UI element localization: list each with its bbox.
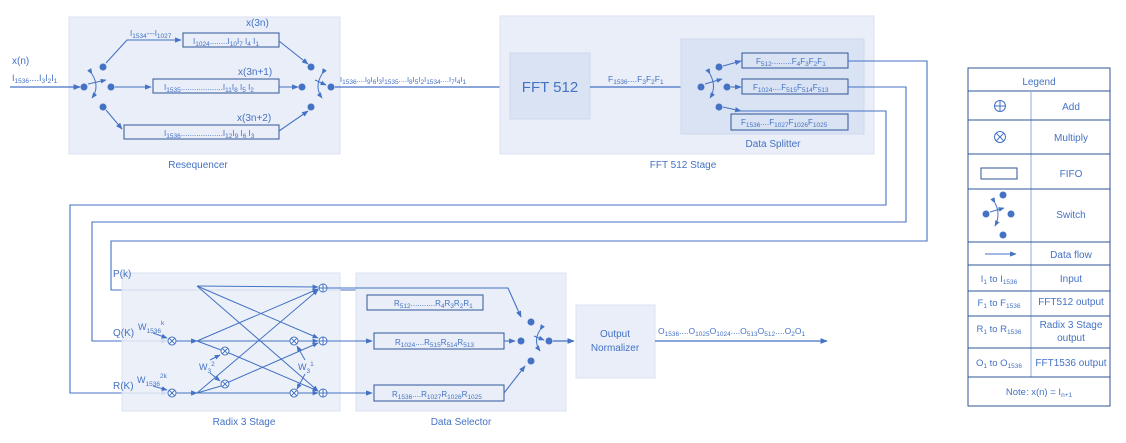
data-selector-title: Data Selector	[431, 417, 492, 428]
twiddle-w31-label: W31	[298, 361, 314, 375]
selector-fifo-3-content: R1536....R1027R1026R1025	[392, 390, 482, 401]
splitter-fifo-2-content: F1024....F515F514F513	[753, 83, 829, 94]
add-icon	[318, 336, 328, 346]
normalizer-title-line1: Output	[600, 329, 630, 340]
fifo-x3n	[182, 32, 280, 48]
legend-fifo-label: FIFO	[1060, 169, 1083, 180]
fifo-x3n2-label: x(3n+2)	[237, 113, 271, 124]
w32-arrow-up	[209, 354, 221, 361]
legend-fft512-label: FFT512 output	[1038, 297, 1104, 308]
splitter-bot-arrow	[722, 106, 742, 113]
fifo-x3n1-label: x(3n+1)	[238, 67, 272, 78]
resequencer-output-switch	[298, 63, 335, 111]
data-splitter-title: Data Splitter	[745, 139, 801, 150]
input-p-label: P(k)	[113, 269, 131, 280]
switch-icon	[982, 191, 1015, 239]
resequencer-output-stream: I1536....I9I6I3I1535....I8I5I2I1534....I…	[340, 75, 467, 86]
multiply-icon	[289, 336, 299, 346]
normalizer-title-line2: Normalizer	[591, 343, 640, 354]
fft512-label: FFT 512	[522, 79, 578, 96]
legend-note: Note: x(n) = In+1	[1006, 387, 1073, 399]
legend-dataflow-label: Data flow	[1050, 250, 1092, 261]
splitter-top-arrow	[722, 60, 742, 67]
legend-input-label: Input	[1060, 274, 1082, 285]
multiply-icon	[289, 388, 299, 398]
selector-fifo-3-out	[503, 365, 526, 394]
add-icon	[318, 283, 328, 293]
fft-stage-title: FFT 512 Stage	[650, 160, 717, 171]
add-icon	[318, 388, 328, 398]
selector-fifo-2-content: R1024....R515R514R513	[395, 338, 474, 349]
branch-top-arrow	[105, 37, 182, 64]
legend-switch-label: Switch	[1056, 210, 1085, 221]
legend-fft1536-label: FFT1536 output	[1035, 358, 1106, 369]
resequencer-title: Resequencer	[168, 160, 228, 171]
butterfly-network	[196, 284, 319, 396]
route-q	[91, 86, 907, 344]
data-selector-switch	[517, 318, 553, 365]
twiddle-r-arrow	[152, 385, 168, 391]
fifo-x3n-content: I1024........I10I7 I4 I1	[193, 37, 259, 48]
final-output-stream: O1536....O1025O1024....O513O512....O2O1	[658, 326, 805, 338]
multiply-icon	[220, 346, 230, 356]
multiply-icon	[167, 336, 177, 346]
branch-bot-arrow	[105, 109, 123, 130]
fft512-block	[509, 52, 591, 120]
splitter-fifo-1-content: F512.........F4F3F2F1	[756, 57, 826, 68]
legend-radix-label-2: output	[1057, 333, 1085, 344]
splitter-fifo-3	[730, 113, 849, 131]
legend-add-label: Add	[1062, 102, 1080, 113]
splitter-fifo-3-content: F1536....F1027F1026F1025	[741, 118, 828, 129]
w31-arrow-up	[296, 345, 306, 361]
w32-arrow-down	[209, 372, 221, 382]
data-splitter-switch	[697, 63, 731, 111]
fifo-icon	[980, 167, 1018, 180]
input-r-label: R(K)	[113, 381, 134, 392]
fifo-x3n2-content: I1536...................I12I9 I6 I3	[164, 129, 255, 140]
output-normalizer-block	[575, 304, 656, 379]
multiply-icon	[994, 131, 1006, 143]
legend-title: Legend	[1022, 77, 1055, 88]
fifo-x3n1	[152, 78, 280, 94]
twiddle-q-arrow	[152, 332, 168, 339]
input-stream-label: I1536....I3I2I1	[12, 73, 58, 85]
selector-fifo-1	[366, 294, 484, 311]
fifo-x3n2	[123, 124, 280, 140]
input-label: x(n)	[12, 56, 29, 67]
input-q-label: Q(K)	[113, 328, 134, 339]
fifo-x3n1-content: I1535...................I11I8 I5 I2	[164, 83, 254, 94]
fifo-x3n-out-arrow	[278, 40, 309, 65]
add-icon	[994, 100, 1006, 112]
legend-multiply-label: Multiply	[1054, 133, 1088, 144]
twiddle-r-label: W15362k	[137, 373, 168, 388]
radix3-title: Radix 3 Stage	[213, 417, 276, 428]
resequencer-input-switch	[80, 63, 115, 111]
route-r	[69, 110, 887, 396]
branch-top-stream: I1534---I1027	[130, 29, 172, 40]
w31-arrow-down	[296, 373, 306, 390]
fifo-x3n-label: x(3n)	[246, 18, 269, 29]
selector-fifo-1-content: R512...........R4R3R2R1	[394, 299, 473, 310]
multiply-icon	[167, 388, 177, 398]
legend: Legend Add Multiply FIFO Switch Data flo…	[967, 67, 1111, 407]
p-to-selector	[327, 287, 522, 318]
multiply-icon	[220, 379, 230, 389]
legend-radix-label-1: Radix 3 Stage	[1040, 320, 1103, 331]
fifo-x3n2-out-arrow	[278, 110, 309, 132]
twiddle-w32-label: W32	[199, 361, 215, 375]
